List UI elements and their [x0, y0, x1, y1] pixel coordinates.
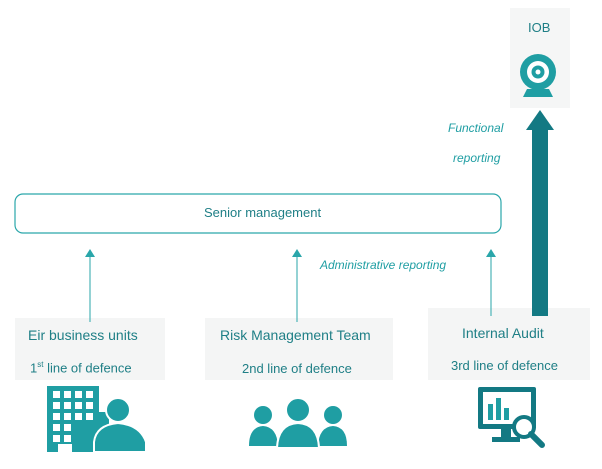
functional-reporting-line2: reporting — [453, 151, 501, 165]
arrow-col-1 — [85, 249, 95, 322]
arrow-col-3 — [486, 249, 496, 316]
col1-line-suffix: st — [37, 360, 44, 369]
col1-line-of-defence: 1st line of defence — [30, 360, 132, 375]
panel-col-1 — [15, 318, 165, 380]
col1-line-text: line of defence — [43, 360, 132, 376]
monitor-analytics-icon — [478, 387, 545, 448]
panel-col-3 — [428, 308, 590, 380]
senior-management-box — [14, 193, 502, 234]
col3-line-of-defence: 3rd line of defence — [451, 358, 558, 373]
col1-line-number: 1 — [30, 360, 38, 376]
arrow-col-2 — [292, 249, 302, 322]
col1-title: Eir business units — [28, 327, 138, 343]
building-person-icon — [47, 386, 147, 453]
webcam-icon — [520, 54, 556, 97]
administrative-reporting-label: Administrative reporting — [320, 258, 447, 272]
iob-label: IOB — [528, 20, 551, 35]
senior-management-label: Senior management — [204, 205, 322, 220]
functional-reporting-arrow — [526, 110, 554, 316]
panel-col-2 — [205, 318, 393, 380]
col2-title: Risk Management Team — [220, 327, 371, 343]
functional-reporting-line1: Functional — [448, 121, 504, 135]
col3-title: Internal Audit — [462, 325, 544, 341]
col2-line-of-defence: 2nd line of defence — [242, 361, 352, 376]
people-group-icon — [249, 397, 347, 449]
